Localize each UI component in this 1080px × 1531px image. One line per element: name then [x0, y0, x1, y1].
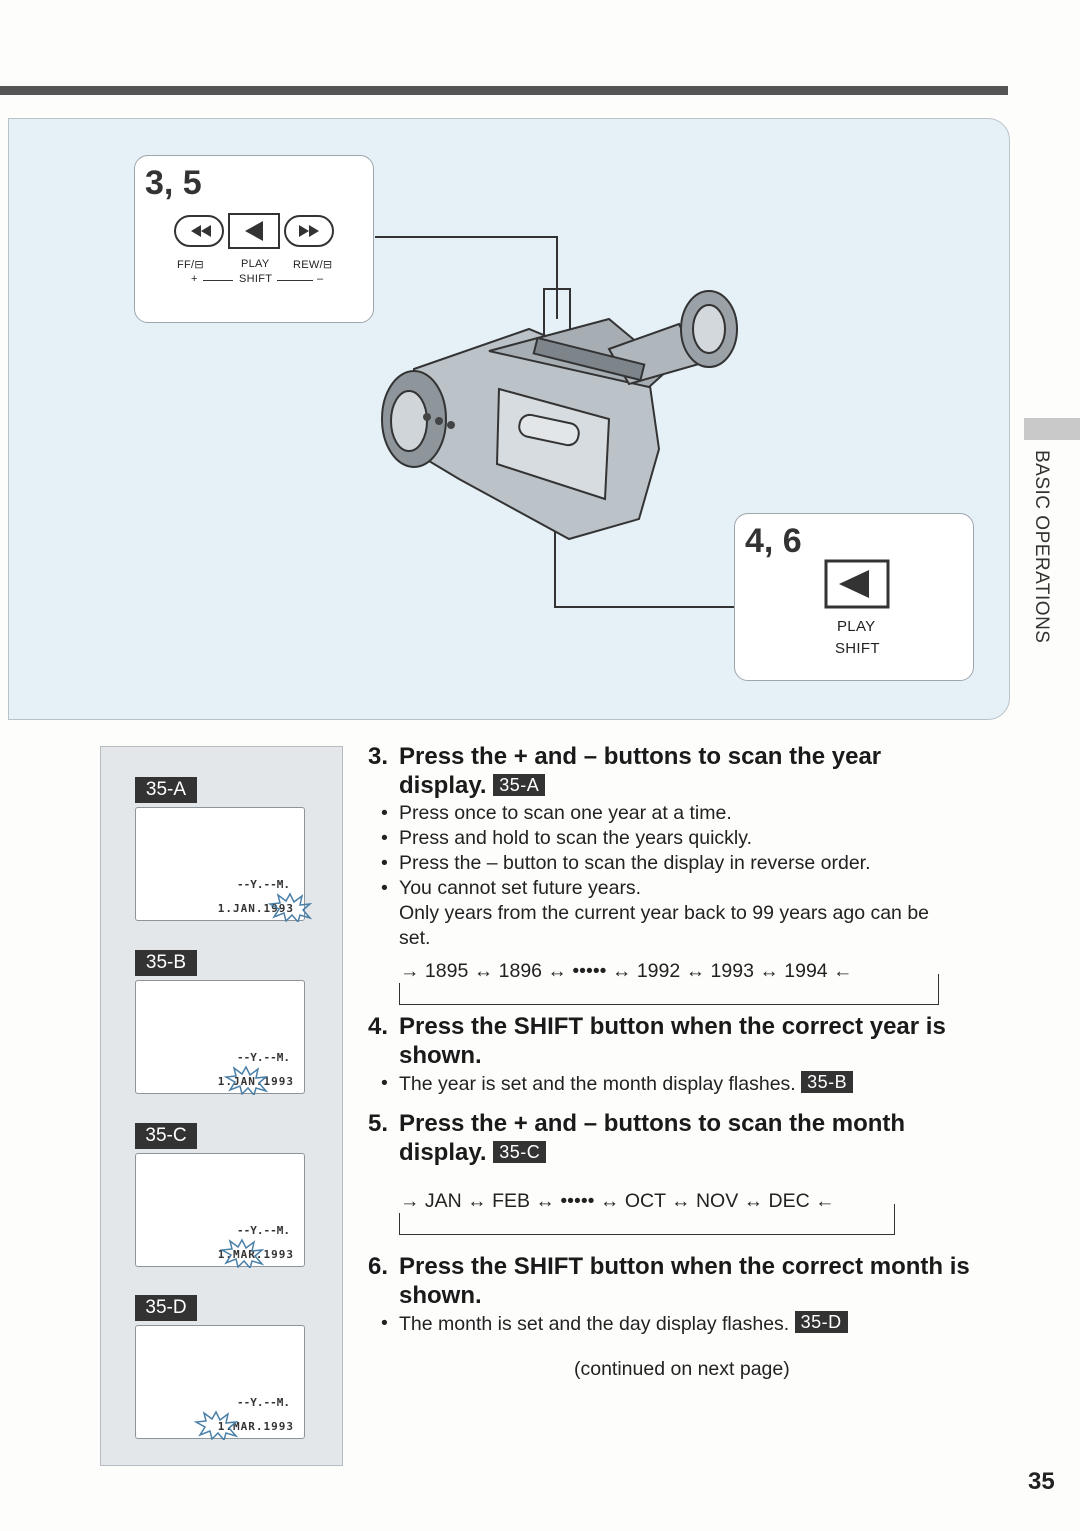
- play-label: PLAY: [241, 258, 270, 270]
- bullet: You cannot set future years.: [368, 876, 1018, 901]
- figure-tag-35b: 35-B: [135, 950, 197, 976]
- step-title-line2: shown.: [399, 1042, 482, 1069]
- lcd-screen-35d: --Y.--M. 1.MAR.1993: [135, 1325, 305, 1440]
- step-title: Press the + and – buttons to scan the mo…: [399, 1109, 1018, 1167]
- step-title-line1: Press the SHIFT button when the correct …: [399, 1253, 970, 1280]
- note-line1: Only years from the current year back to…: [399, 902, 930, 924]
- step-title: Press the SHIFT button when the correct …: [399, 1012, 1018, 1070]
- step-title-line2: display.: [399, 1139, 487, 1166]
- step-title: Press the + and – buttons to scan the ye…: [399, 742, 1018, 800]
- step-number: 3.: [368, 743, 389, 770]
- minus-sign: –: [317, 273, 324, 285]
- month-cycle-diagram: → JAN ↔ FEB ↔ ••••• ↔ OCT ↔ NOV ↔ DEC ←: [398, 1190, 895, 1235]
- ff-play-rew-buttons: [174, 213, 334, 249]
- callout-step-numbers: 3, 5: [145, 164, 202, 202]
- ff-label: FF/⊟: [177, 259, 204, 271]
- step-title-line2: display.: [399, 772, 487, 799]
- flash-burst-icon: [194, 1410, 238, 1440]
- year-cycle-text: → 1895 ↔ 1896 ↔ ••••• ↔ 1992 ↔ 1993 ↔ 19…: [398, 960, 855, 983]
- lcd-line1: --Y.--M.: [237, 1224, 290, 1237]
- note-line2: set.: [399, 927, 431, 949]
- flash-burst-icon: [224, 1065, 268, 1095]
- lcd-screen-35c: --Y.--M. 1.MAR.1993: [135, 1153, 305, 1268]
- step-title-line1: Press the + and – buttons to scan the ye…: [399, 743, 882, 770]
- camcorder-illustration: [375, 236, 738, 608]
- step-3: 3. Press the + and – buttons to scan the…: [368, 742, 1018, 951]
- flash-burst-icon: [268, 892, 312, 922]
- play-shift-button: [824, 559, 890, 609]
- control-callout-4-6: 4, 6 PLAY SHIFT: [734, 513, 974, 681]
- figure-ref-35c: 35-C: [493, 1141, 547, 1163]
- page-number: 35: [1028, 1468, 1055, 1495]
- figure-tag-35a: 35-A: [135, 777, 197, 803]
- step-number: 5.: [368, 1110, 389, 1137]
- step-3-bullets: Press once to scan one year at a time. P…: [368, 801, 1018, 901]
- lcd-line1: --Y.--M.: [237, 878, 290, 891]
- step-6-bullets: The month is set and the day display fla…: [368, 1311, 1018, 1337]
- flash-burst-icon: [220, 1238, 264, 1268]
- figure-ref-35a: 35-A: [493, 774, 546, 796]
- figure-tag-35c: 35-C: [135, 1123, 197, 1149]
- step-title: Press the SHIFT button when the correct …: [399, 1252, 1018, 1310]
- bullet: The month is set and the day display fla…: [368, 1311, 1018, 1337]
- bullet-text: The year is set and the month display fl…: [399, 1073, 796, 1095]
- step-number: 4.: [368, 1013, 389, 1040]
- lcd-line1: --Y.--M.: [237, 1396, 290, 1409]
- step-title-line1: Press the + and – buttons to scan the mo…: [399, 1110, 906, 1137]
- callout-step-numbers: 4, 6: [745, 522, 802, 560]
- lcd-screen-35a: --Y.--M. 1.JAN.1993: [135, 807, 312, 922]
- lcd-display-column: 35-A --Y.--M. 1.JAN.1993 35-B --Y.--M. 1…: [100, 746, 343, 1466]
- continued-note: (continued on next page): [574, 1358, 790, 1380]
- step-4-bullets: The year is set and the month display fl…: [368, 1071, 1018, 1097]
- figure-tag-35d: 35-D: [135, 1295, 197, 1321]
- shift-label: SHIFT: [835, 640, 880, 657]
- year-cycle-diagram: → 1895 ↔ 1896 ↔ ••••• ↔ 1992 ↔ 1993 ↔ 19…: [398, 960, 939, 1005]
- illustration-panel: 3, 5 FF/⊟ PLAY REW/⊟ + SHIFT – 4, 6 PLAY…: [8, 118, 1010, 720]
- lcd-line2: 1.JAN.1993: [217, 902, 294, 915]
- section-tab-label: BASIC OPERATIONS: [1031, 450, 1052, 644]
- shift-label: SHIFT: [239, 273, 273, 285]
- step-number: 6.: [368, 1253, 389, 1280]
- figure-ref-35b: 35-B: [801, 1071, 854, 1093]
- shift-rule-right: [277, 280, 313, 281]
- shift-rule-left: [203, 280, 233, 281]
- step-6: 6. Press the SHIFT button when the corre…: [368, 1252, 1018, 1337]
- lcd-screen-35b: --Y.--M. 1.JAN.1993: [135, 980, 305, 1095]
- bullet-text: The month is set and the day display fla…: [399, 1313, 790, 1335]
- bullet: Press the – button to scan the display i…: [368, 851, 1018, 876]
- step-title-line1: Press the SHIFT button when the correct …: [399, 1013, 946, 1040]
- step-title-line2: shown.: [399, 1282, 482, 1309]
- section-tab-marker: [1024, 418, 1080, 440]
- month-cycle-text: → JAN ↔ FEB ↔ ••••• ↔ OCT ↔ NOV ↔ DEC ←: [398, 1190, 837, 1213]
- bullet: Press and hold to scan the years quickly…: [368, 826, 1018, 851]
- rew-label: REW/⊟: [293, 259, 333, 271]
- step-5: 5. Press the + and – buttons to scan the…: [368, 1109, 1018, 1167]
- step-4: 4. Press the SHIFT button when the corre…: [368, 1012, 1018, 1097]
- lcd-line2: 1.MAR.1993: [217, 1248, 294, 1261]
- play-label: PLAY: [837, 618, 876, 635]
- bullet: Press once to scan one year at a time.: [368, 801, 1018, 826]
- plus-sign: +: [191, 273, 198, 285]
- note: Only years from the current year back to…: [368, 901, 1018, 951]
- lcd-line1: --Y.--M.: [237, 1051, 290, 1064]
- figure-ref-35d: 35-D: [794, 1311, 848, 1333]
- control-callout-3-5: 3, 5 FF/⊟ PLAY REW/⊟ + SHIFT –: [134, 155, 374, 323]
- lcd-line2: 1.MAR.1993: [217, 1420, 294, 1433]
- lcd-line2: 1.JAN.1993: [217, 1075, 294, 1088]
- bullet: The year is set and the month display fl…: [368, 1071, 1018, 1097]
- top-rule: [0, 86, 1008, 95]
